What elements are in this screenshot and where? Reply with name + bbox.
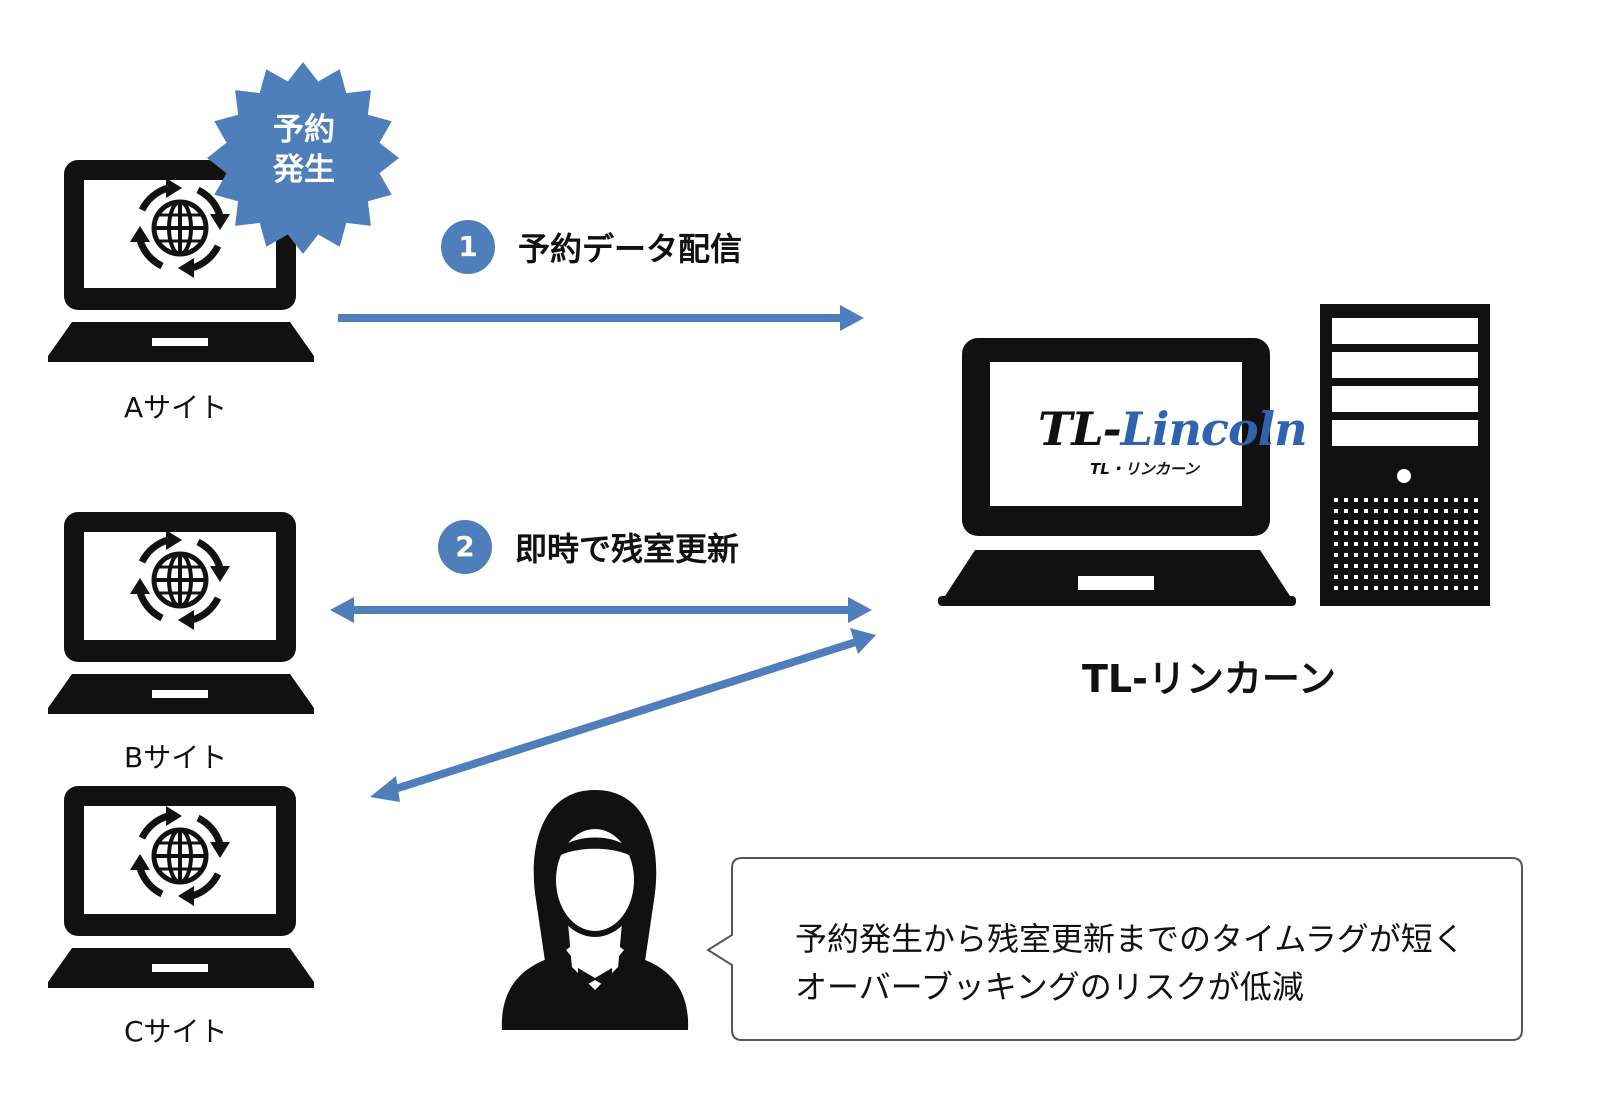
product-name: TL-リンカーン — [1082, 657, 1337, 701]
burst-line2: 発生 — [273, 152, 335, 188]
product-logo: TL-Lincoln — [1038, 402, 1308, 456]
arrow-step2-c — [370, 628, 876, 802]
arrow-step1 — [338, 305, 864, 331]
speech-bubble — [706, 857, 1523, 1041]
person-icon — [501, 790, 689, 1030]
site-c-label: Cサイト — [124, 1015, 228, 1048]
product-logo-sub: TL・リンカーン — [1090, 460, 1200, 478]
tower-icon — [1320, 304, 1490, 606]
step1-number: 1 — [441, 220, 495, 274]
burst-line1: 予約 — [273, 112, 335, 148]
bubble-text: 予約発生から残室更新までのタイムラグが短く オーバーブッキングのリスクが低減 — [795, 915, 1465, 1011]
site-b-label: Bサイト — [124, 741, 228, 774]
laptop-icon — [48, 512, 314, 714]
logo-part1: TL- — [1038, 402, 1122, 456]
site-a-label: Aサイト — [124, 391, 228, 424]
arrow-step2-b — [330, 597, 872, 623]
burst-label: 予約 発生 — [244, 110, 364, 190]
logo-part2: Lincoln — [1120, 402, 1308, 456]
step2-label: 即時で残室更新 — [515, 530, 740, 568]
bubble-line1: 予約発生から残室更新までのタイムラグが短く — [795, 920, 1465, 958]
desktop-icon — [938, 338, 1296, 606]
step2-number: 2 — [438, 520, 492, 574]
step1-label: 予約データ配信 — [518, 230, 743, 268]
starburst-badge — [207, 62, 399, 254]
bubble-line2: オーバーブッキングのリスクが低減 — [795, 968, 1304, 1006]
